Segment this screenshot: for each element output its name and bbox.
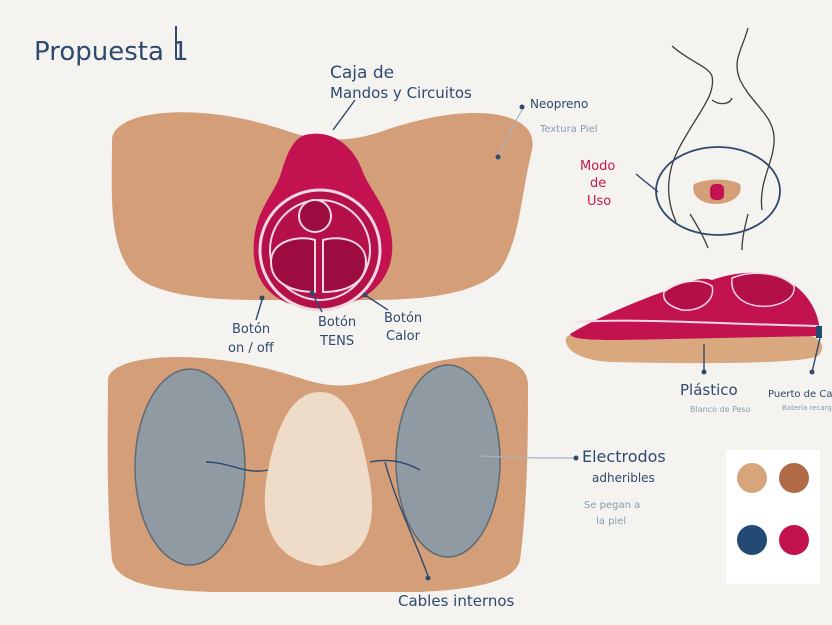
device-front-view — [112, 112, 533, 310]
onoff-dot — [260, 296, 265, 301]
electrodos-dot — [574, 456, 579, 461]
neopreno-end-dot — [496, 155, 501, 160]
puerto-dot — [810, 370, 815, 375]
electrodos-sub-2: la piel — [596, 516, 626, 527]
swatch-magenta — [779, 525, 809, 555]
onoff-label-1: Botón — [232, 322, 270, 337]
modo-label-1: Modo — [580, 159, 615, 174]
modo-label-2: de — [590, 176, 606, 191]
swatch-brown — [779, 463, 809, 493]
caja-leader — [333, 100, 355, 130]
device-side-view — [566, 273, 822, 363]
calor-label-1: Botón — [384, 311, 422, 326]
calor-dot — [363, 293, 368, 298]
tens-label-1: Botón — [318, 315, 356, 330]
electrode-left — [135, 369, 245, 565]
puerto-label: Puerto de Carga — [768, 389, 832, 400]
neopreno-label: Neopreno — [530, 97, 588, 111]
neopreno-sublabel: Textura Piel — [539, 124, 598, 135]
swatch-navy — [737, 525, 767, 555]
usage-figure — [669, 28, 775, 250]
tens-label-2: TENS — [319, 334, 354, 349]
cables-label: Cables internos — [398, 592, 515, 610]
puerto-sublabel: Batería recargable — [782, 404, 832, 412]
onoff-button — [299, 200, 331, 232]
electrodos-label-1: Electrodos — [582, 447, 666, 466]
torso-right-line — [737, 28, 774, 210]
plastico-label: Plástico — [680, 381, 738, 399]
modo-leader — [636, 174, 658, 192]
cables-dot — [426, 576, 431, 581]
onoff-label-2: on / off — [228, 341, 275, 356]
usage-control-mini — [710, 184, 724, 200]
plastico-sublabel: Blanco de Peso — [690, 405, 751, 414]
modo-label-3: Uso — [587, 194, 611, 209]
onoff-leader — [256, 300, 262, 320]
electrode-right — [396, 365, 500, 557]
charge-port — [816, 326, 822, 338]
page-title: Propuesta 1 — [34, 37, 189, 67]
calor-label-2: Calor — [386, 329, 421, 344]
electrodos-label-2: adheribles — [592, 471, 655, 485]
tens-dot — [310, 291, 315, 296]
swatch-beige — [737, 463, 767, 493]
neopreno-dot — [520, 105, 525, 110]
navel-line — [712, 98, 732, 104]
electrodos-sub-1: Se pegan a — [584, 500, 640, 511]
device-back-view — [108, 356, 528, 592]
caja-label-2: Mandos y Circuitos — [330, 84, 472, 102]
plastico-dot — [702, 370, 707, 375]
caja-label-1: Caja de — [330, 63, 394, 83]
